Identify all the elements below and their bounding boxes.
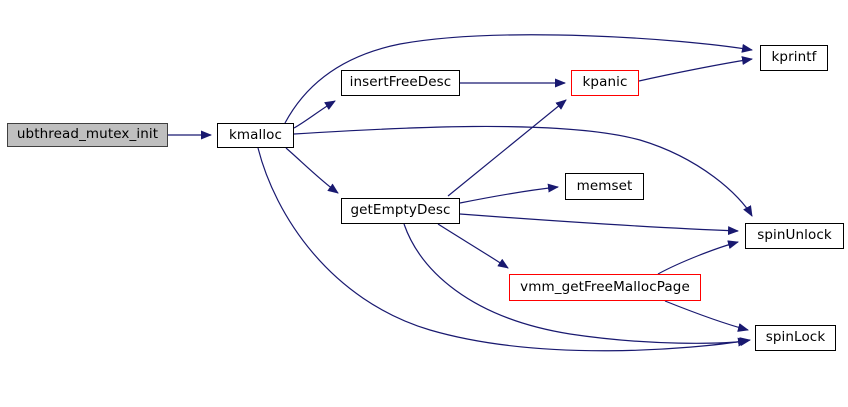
edge-getEmptyDesc-memset <box>459 183 559 204</box>
node-label: memset <box>576 177 633 194</box>
node-label: kmalloc <box>228 126 283 143</box>
node-ubthread-mutex-init[interactable]: ubthread_mutex_init <box>7 123 168 147</box>
edge-kmalloc-getEmptyDesc <box>285 147 339 194</box>
edge-getEmptyDesc-spinLock <box>403 223 749 347</box>
node-kpanic[interactable]: kpanic <box>571 70 639 96</box>
edge-kmalloc-spinUnlock <box>293 125 753 217</box>
edge-vmm_getFreeMallocPage-spinUnlock <box>657 240 739 275</box>
node-label: ubthread_mutex_init <box>16 126 159 143</box>
node-memset[interactable]: memset <box>565 173 644 200</box>
node-spin-unlock[interactable]: spinUnlock <box>745 223 844 249</box>
node-label: kpanic <box>582 74 628 91</box>
node-insert-free-desc[interactable]: insertFreeDesc <box>341 70 460 96</box>
edge-kmalloc-kprintf <box>284 34 753 124</box>
edge-getEmptyDesc-vmm_getFreeMallocPage <box>437 223 509 269</box>
edge-getEmptyDesc-kpanic <box>447 99 567 197</box>
node-label: insertFreeDesc <box>349 74 452 91</box>
node-kprintf[interactable]: kprintf <box>760 45 828 71</box>
node-label: vmm_getFreeMallocPage <box>520 278 690 295</box>
edge-kmalloc-insertFreeDesc <box>293 100 336 129</box>
node-vmm-get-free-malloc-page[interactable]: vmm_getFreeMallocPage <box>509 274 701 301</box>
node-spin-lock[interactable]: spinLock <box>755 325 836 351</box>
edge-kmalloc-spinLock <box>257 147 751 352</box>
node-label: kprintf <box>771 49 817 66</box>
node-label: getEmptyDesc <box>350 202 451 219</box>
node-get-empty-desc[interactable]: getEmptyDesc <box>341 198 460 224</box>
node-label: spinLock <box>765 329 826 346</box>
edge-kpanic-kprintf <box>638 56 753 82</box>
edge-vmm_getFreeMallocPage-spinLock <box>664 300 749 332</box>
node-label: spinUnlock <box>757 227 832 244</box>
node-kmalloc[interactable]: kmalloc <box>217 123 294 148</box>
edge-getEmptyDesc-spinUnlock <box>459 213 739 236</box>
